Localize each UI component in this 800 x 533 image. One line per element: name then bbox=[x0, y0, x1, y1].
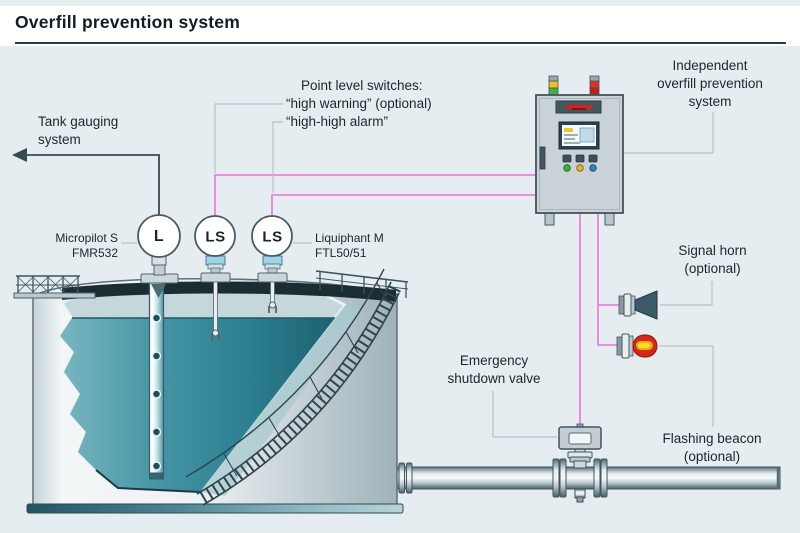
title-rule bbox=[15, 42, 786, 44]
stack-light-right bbox=[589, 75, 600, 96]
sensor-ls1-letter: LS bbox=[205, 228, 226, 246]
leader-lines bbox=[121, 103, 714, 438]
sensor-ls2-letter: LS bbox=[262, 228, 283, 246]
page-title: Overfill prevention system bbox=[15, 12, 241, 32]
tank-rim bbox=[62, 281, 396, 302]
emergency-valve-label: Emergency shutdown valve bbox=[447, 353, 541, 386]
sensor-circle-ls2 bbox=[251, 215, 293, 257]
tank-gauging-arrow bbox=[12, 148, 160, 215]
cabinet-buttons bbox=[562, 154, 598, 163]
sensor-circle-ls1 bbox=[194, 215, 236, 257]
catwalk-railing bbox=[13, 275, 96, 299]
control-cabinet bbox=[535, 75, 624, 226]
flashing-beacon-label: Flashing beacon (optional) bbox=[662, 431, 762, 464]
sensor-circle-l bbox=[137, 214, 181, 258]
tank-base bbox=[26, 503, 404, 514]
tank-liquid bbox=[60, 318, 335, 492]
stack-light-left bbox=[548, 75, 559, 96]
liquiphant-label: Liquiphant M FTL50/51 bbox=[315, 231, 384, 261]
cabinet-indicator-leds bbox=[563, 164, 597, 172]
high-high-alarm-label: “high-high alarm” bbox=[286, 114, 389, 129]
pipe-flange bbox=[398, 462, 413, 494]
storage-tank bbox=[13, 268, 409, 514]
flashing-beacon bbox=[616, 333, 658, 359]
tank-gauging-label: Tank gauging system bbox=[38, 114, 119, 147]
independent-system-label: Independent overfill prevention system bbox=[657, 58, 763, 109]
sensor-l-letter: L bbox=[153, 228, 165, 245]
liquiphant-sensor-1 bbox=[194, 215, 236, 341]
micropilot-sensor bbox=[137, 214, 181, 298]
point-level-title: Point level switches: bbox=[301, 78, 423, 93]
spiral-staircase bbox=[185, 268, 401, 506]
signal-horn-label: Signal horn (optional) bbox=[678, 243, 747, 276]
cabinet-handle bbox=[539, 146, 546, 170]
tank-cutaway bbox=[58, 288, 362, 496]
cabinet-screen bbox=[558, 121, 600, 150]
header-band bbox=[0, 6, 800, 46]
shutdown-valve bbox=[552, 423, 608, 503]
signal-lines bbox=[214, 174, 619, 427]
valve-actuator bbox=[558, 423, 602, 450]
liquiphant-sensor-2 bbox=[251, 215, 293, 313]
pipeline bbox=[395, 462, 781, 494]
stilling-well bbox=[148, 282, 165, 480]
high-warning-label: “high warning” (optional) bbox=[286, 96, 432, 111]
signal-horn bbox=[618, 290, 658, 320]
micropilot-label: Micropilot S FMR532 bbox=[55, 231, 118, 261]
